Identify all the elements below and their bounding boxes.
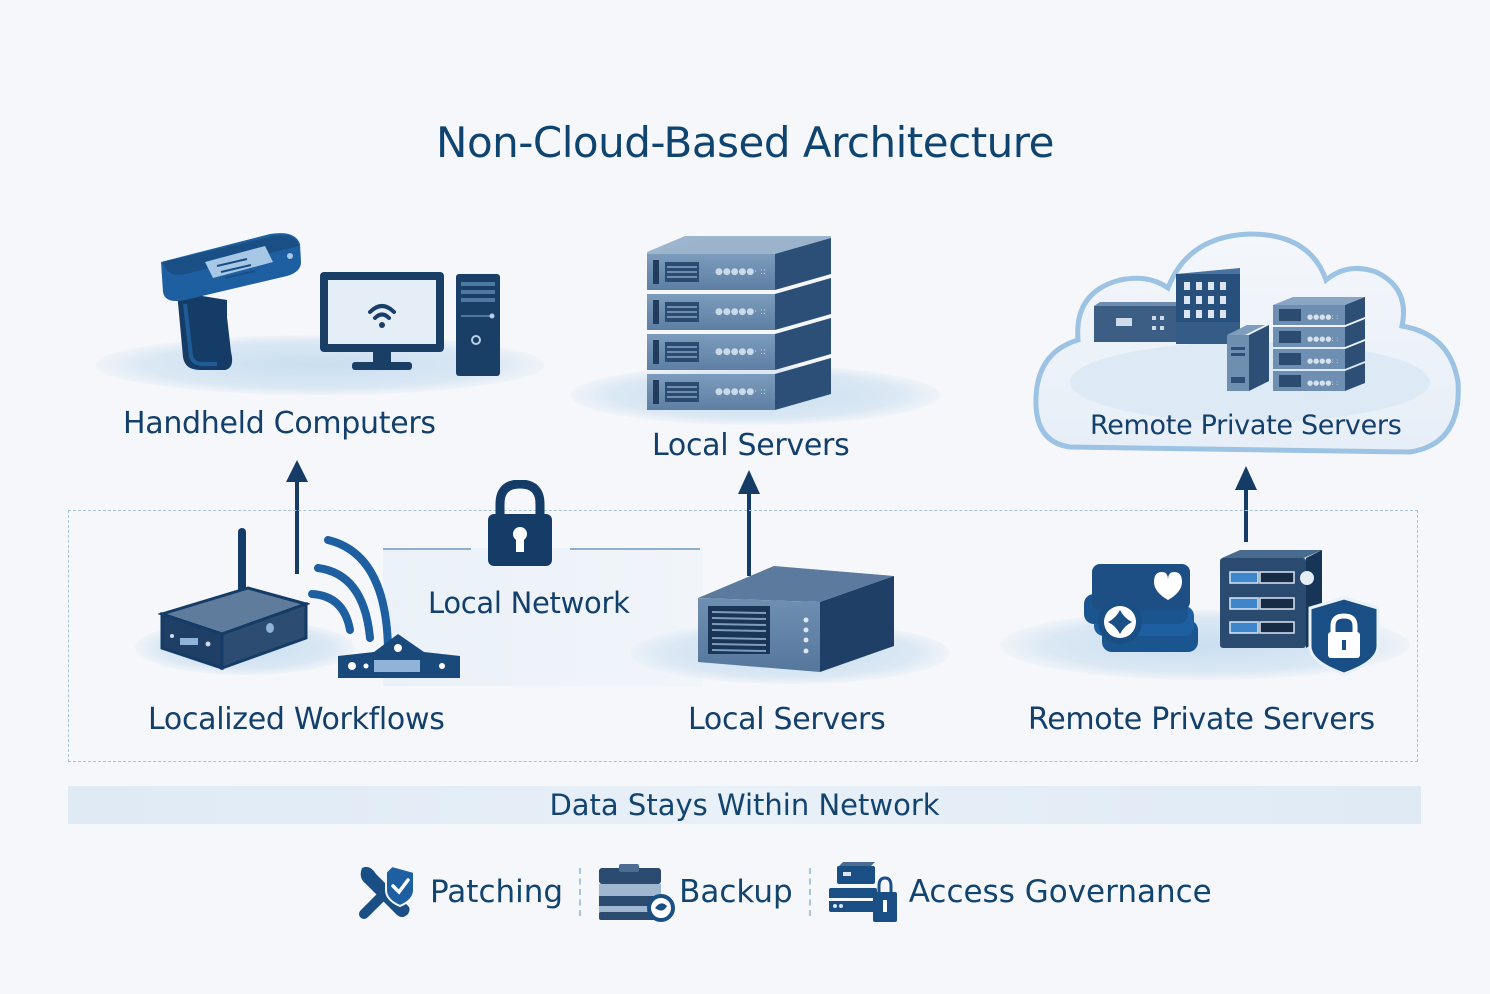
svg-text:●●●●●· ::: ●●●●●· ::	[715, 387, 766, 397]
svg-text:●●●●: :: ●●●●: :	[1307, 313, 1338, 321]
footer-label-patching: Patching	[430, 874, 564, 910]
padlock-icon	[488, 480, 552, 566]
local-servers-bottom-label: Local Servers	[688, 702, 886, 737]
svg-text:●●●●●· ::: ●●●●●· ::	[715, 307, 766, 317]
footer-separator	[579, 868, 582, 916]
wifi-signal-icon	[308, 536, 392, 650]
remote-private-servers-top-label: Remote Private Servers	[1090, 410, 1402, 441]
local-network-label: Local Network	[428, 586, 630, 620]
storage-stack-icon	[1084, 564, 1198, 652]
network-line-left	[383, 548, 471, 550]
svg-text:●●●●: :: ●●●●: :	[1307, 379, 1338, 387]
footer-item-access-governance: Access Governance	[827, 860, 1212, 924]
footer-label-backup: Backup	[679, 874, 793, 910]
handheld-computers-label: Handheld Computers	[123, 406, 436, 441]
arrow-up-local-servers	[738, 470, 760, 576]
server-rack-icon: ●●●●●· :: ●●●●●· :: ●●●●●· :: ●●●●●· ::	[647, 236, 831, 410]
server-box-icon	[698, 566, 894, 672]
desktop-computer-icon	[320, 272, 500, 376]
remote-private-servers-bottom-label: Remote Private Servers	[1028, 702, 1375, 737]
remote-server-rack-icon: ●●●●: : ●●●●: : ●●●●: : ●●●●: :	[1227, 297, 1365, 391]
diagram-title: Non-Cloud-Based Architecture	[436, 118, 1054, 167]
svg-text:●●●●●· ::: ●●●●●· ::	[715, 267, 766, 277]
footer-separator	[808, 868, 811, 916]
server-panel-icon	[1220, 550, 1322, 648]
footer-item-backup: Backup	[597, 862, 793, 922]
network-boundary	[68, 510, 1418, 762]
footer-bar: Patching Backup Access Gover	[356, 860, 1212, 924]
arrow-up-remote	[1235, 466, 1257, 542]
svg-text:●●●●●· ::: ●●●●●· ::	[715, 347, 766, 357]
barcode-scanner-icon	[161, 233, 301, 370]
footer-item-patching: Patching	[356, 862, 563, 922]
svg-text:●●●●: :: ●●●●: :	[1307, 335, 1338, 343]
shield-lock-icon	[1308, 596, 1380, 676]
backup-drive-icon	[599, 864, 676, 922]
router-icon	[158, 528, 310, 671]
localized-workflows-label: Localized Workflows	[148, 702, 445, 737]
building-icon	[1094, 268, 1240, 344]
wrench-shield-icon	[359, 864, 415, 919]
svg-text:●●●●: :: ●●●●: :	[1307, 357, 1338, 365]
network-line-right	[570, 548, 700, 550]
arrow-up-handheld	[286, 460, 308, 574]
data-stays-banner: Data Stays Within Network	[68, 786, 1421, 824]
footer-label-access-governance: Access Governance	[908, 874, 1212, 910]
access-point-icon	[338, 634, 460, 678]
server-lock-icon	[828, 862, 897, 922]
local-servers-top-label: Local Servers	[652, 428, 850, 463]
